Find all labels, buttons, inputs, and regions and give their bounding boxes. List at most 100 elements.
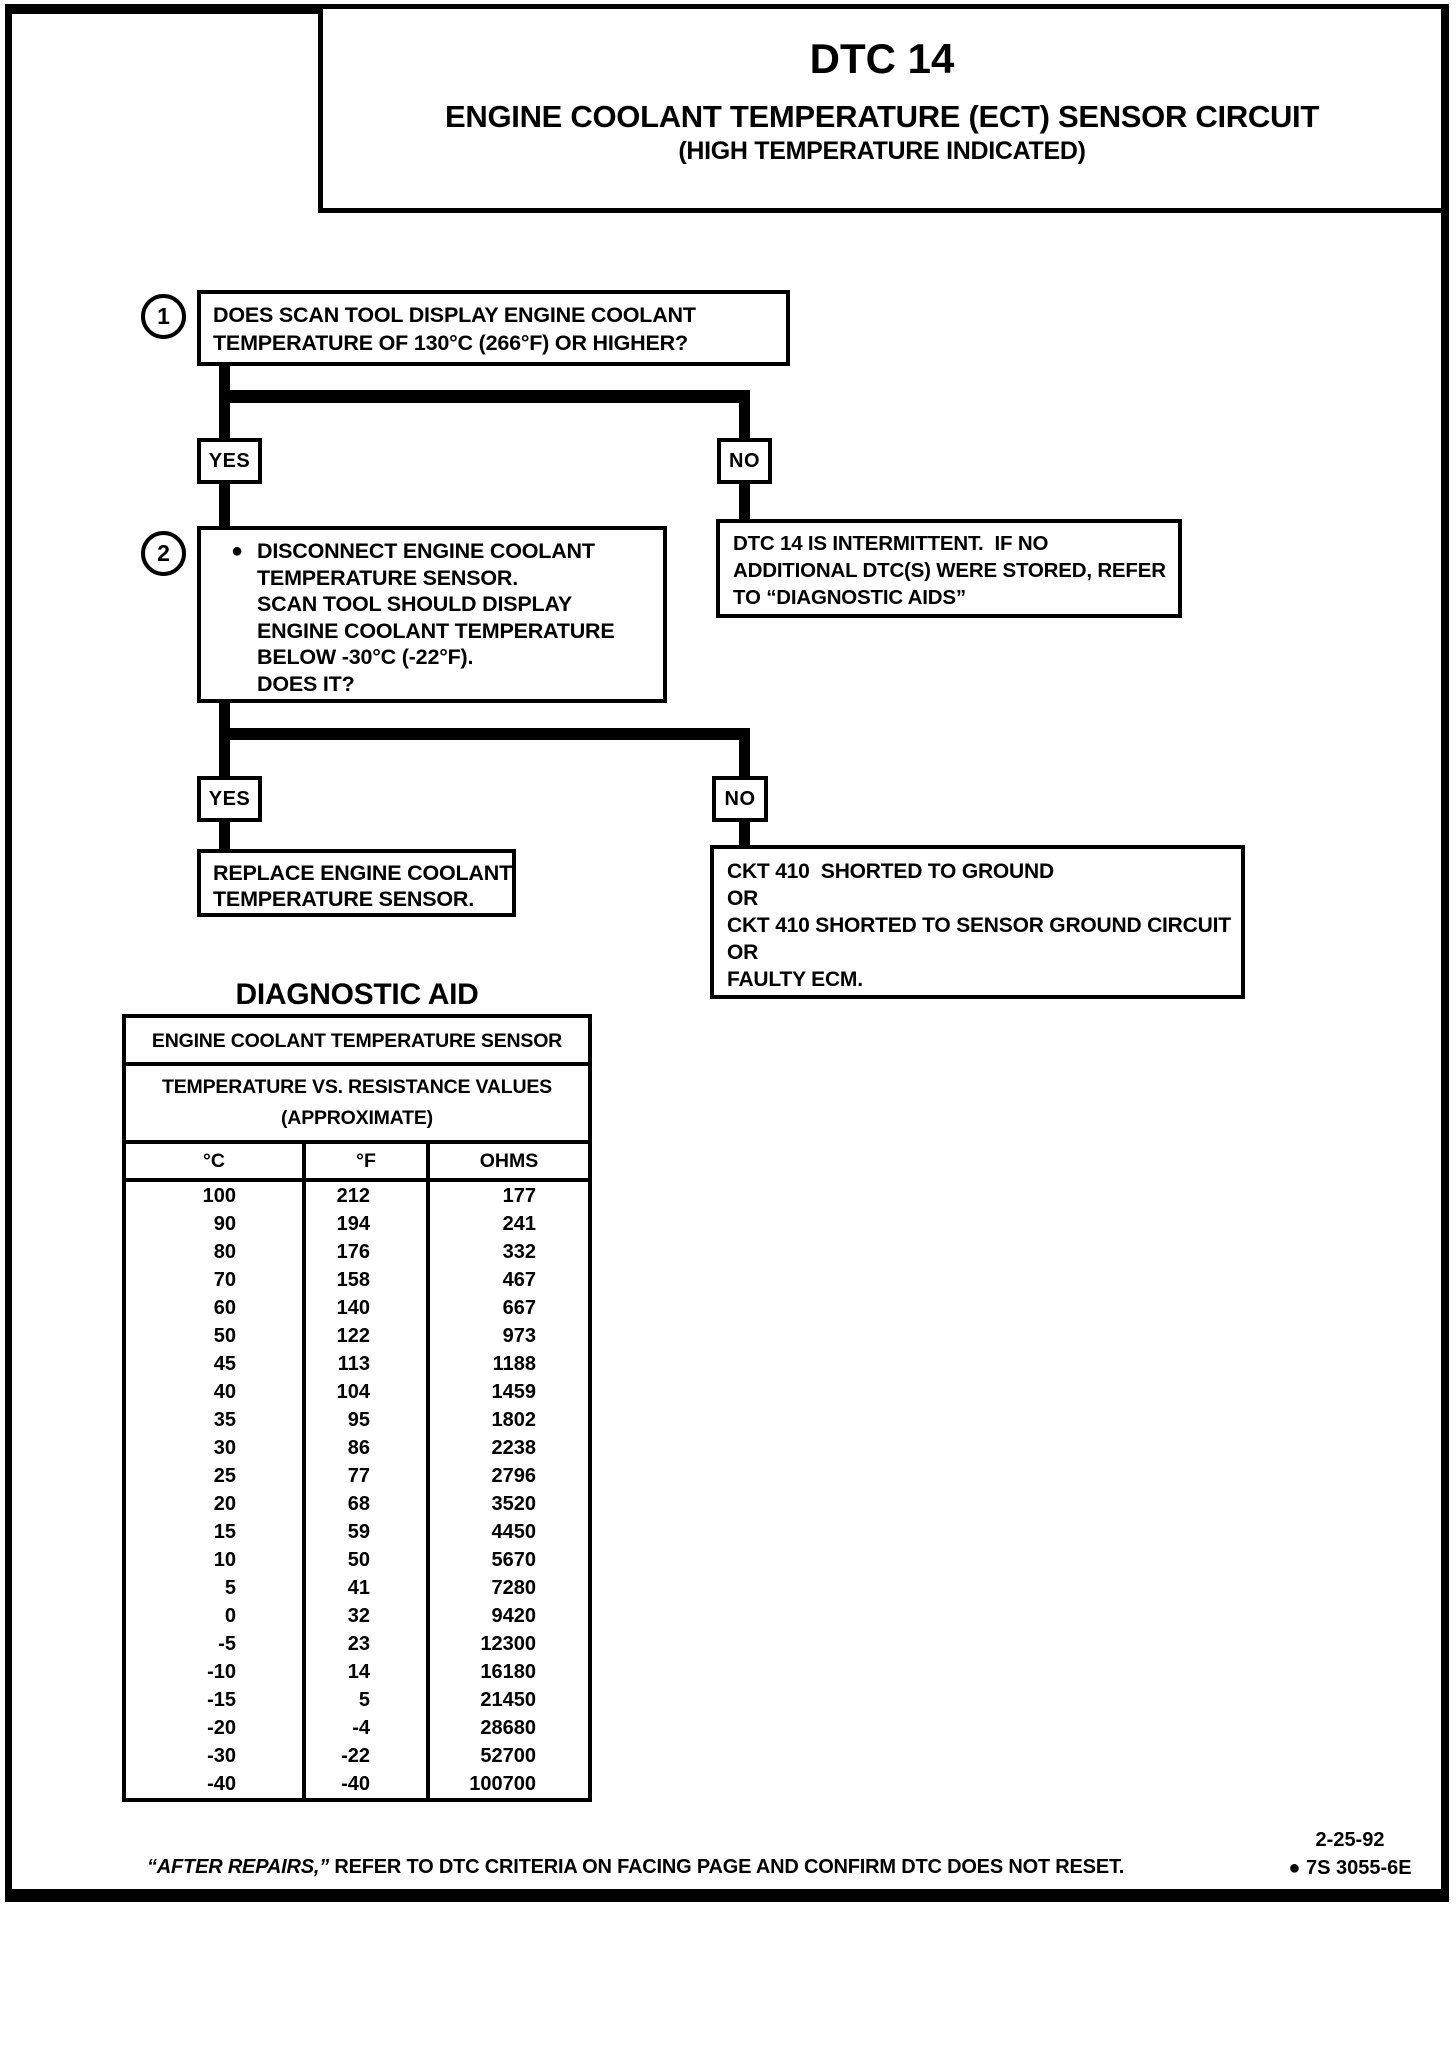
- ohms-value: 332: [502, 1241, 536, 1263]
- celsius-value: 100: [202, 1185, 236, 1207]
- connector-line: [739, 822, 750, 845]
- table-subtitle-line: (APPROXIMATE): [281, 1107, 433, 1129]
- question-line: DOES SCAN TOOL DISPLAY ENGINE COOLANT: [213, 303, 696, 327]
- connector-line: [219, 728, 750, 740]
- column-header-celsius: °C: [126, 1144, 306, 1178]
- result-line: CKT 410 SHORTED TO GROUND: [727, 860, 1054, 883]
- ohms-value: 973: [502, 1325, 536, 1347]
- step-2-action-box: ● DISCONNECT ENGINE COOLANT TEMPERATURE …: [197, 526, 667, 703]
- fahrenheit-value: 23: [347, 1633, 370, 1655]
- connector-line: [219, 390, 750, 403]
- fahrenheit-value: 86: [347, 1437, 370, 1459]
- table-row: 50 122 973: [126, 1322, 588, 1350]
- table-row: 5 41 7280: [126, 1574, 588, 1602]
- footer-note: “AFTER REPAIRS,” REFER TO DTC CRITERIA O…: [147, 1856, 1124, 1879]
- fahrenheit-value: 41: [347, 1577, 370, 1599]
- branch-2-yes-box: YES: [197, 776, 262, 822]
- action-line: DISCONNECT ENGINE COOLANT: [257, 539, 595, 563]
- ohms-value: 177: [502, 1185, 536, 1207]
- ohms-value: 4450: [491, 1521, 537, 1543]
- branch-1-yes-box: YES: [197, 438, 262, 484]
- celsius-value: -40: [207, 1773, 236, 1795]
- ohms-value: 467: [502, 1269, 536, 1291]
- fahrenheit-value: 158: [336, 1269, 370, 1291]
- celsius-value: -5: [218, 1633, 236, 1655]
- celsius-value: 0: [224, 1605, 236, 1627]
- celsius-value: -20: [207, 1717, 236, 1739]
- action-line: SCAN TOOL SHOULD DISPLAY: [257, 592, 572, 616]
- connector-line: [219, 822, 230, 849]
- connector-line: [219, 403, 230, 438]
- fahrenheit-value: -4: [352, 1717, 370, 1739]
- fahrenheit-value: 68: [347, 1493, 370, 1515]
- celsius-value: 30: [213, 1437, 236, 1459]
- celsius-value: 25: [213, 1465, 236, 1487]
- table-row: 20 68 3520: [126, 1490, 588, 1518]
- ohms-value: 1802: [491, 1409, 537, 1431]
- celsius-value: 15: [213, 1521, 236, 1543]
- celsius-value: 70: [213, 1269, 236, 1291]
- celsius-value: 35: [213, 1409, 236, 1431]
- result-line: CKT 410 SHORTED TO SENSOR GROUND CIRCUIT: [727, 914, 1231, 937]
- intermittent-result-box: DTC 14 IS INTERMITTENT. IF NO ADDITIONAL…: [716, 519, 1182, 618]
- column-header-ohms: OHMS: [479, 1149, 539, 1172]
- branch-1-no-box: NO: [717, 438, 772, 484]
- no-label: NO: [729, 449, 760, 472]
- celsius-value: 40: [213, 1381, 236, 1403]
- step-1-question-box: DOES SCAN TOOL DISPLAY ENGINE COOLANT TE…: [197, 290, 790, 366]
- yes-label: YES: [208, 787, 251, 810]
- footer-note-rest: REFER TO DTC CRITERIA ON FACING PAGE AND…: [329, 1856, 1125, 1878]
- ohms-value: 12300: [480, 1633, 536, 1655]
- celsius-value: 45: [213, 1353, 236, 1375]
- fahrenheit-value: 77: [347, 1465, 370, 1487]
- table-row: 90 194 241: [126, 1210, 588, 1238]
- result-line: DTC 14 IS INTERMITTENT. IF NO: [733, 532, 1049, 555]
- table-row: 45 113 1188: [126, 1350, 588, 1378]
- result-line: FAULTY ECM.: [727, 968, 863, 991]
- ohms-value: 9420: [491, 1605, 537, 1627]
- ohms-value: 100700: [469, 1773, 536, 1795]
- page-subtitle: (HIGH TEMPERATURE INDICATED): [678, 137, 1086, 165]
- ohms-value: 52700: [480, 1745, 536, 1767]
- table-row: 40 104 1459: [126, 1378, 588, 1406]
- fahrenheit-value: 59: [347, 1521, 370, 1543]
- result-line: TO “DIAGNOSTIC AIDS”: [733, 586, 966, 609]
- bullet-icon: ●: [231, 540, 243, 562]
- ohms-value: 2238: [491, 1437, 537, 1459]
- table-row: 60 140 667: [126, 1294, 588, 1322]
- action-line: TEMPERATURE SENSOR.: [257, 565, 518, 590]
- diagnostic-aid-table: ENGINE COOLANT TEMPERATURE SENSOR TEMPER…: [122, 1014, 592, 1802]
- column-header-fahrenheit: °F: [306, 1144, 430, 1178]
- fahrenheit-value: 104: [336, 1381, 370, 1403]
- table-row: -40 -40 100700: [126, 1770, 588, 1798]
- fahrenheit-value: -40: [341, 1773, 370, 1795]
- result-line: REPLACE ENGINE COOLANT: [213, 861, 513, 885]
- yes-label: YES: [208, 449, 251, 472]
- fahrenheit-value: 5: [358, 1689, 370, 1711]
- step-2-marker: 2: [141, 531, 186, 576]
- table-subtitle: TEMPERATURE VS. RESISTANCE VALUES (APPRO…: [126, 1066, 588, 1144]
- table-row: 30 86 2238: [126, 1434, 588, 1462]
- fahrenheit-value: 140: [336, 1297, 370, 1319]
- celsius-value: 60: [213, 1297, 236, 1319]
- table-row: 80 176 332: [126, 1238, 588, 1266]
- ohms-value: 3520: [491, 1493, 537, 1515]
- celsius-value: 90: [213, 1213, 236, 1235]
- step-1-number: 1: [157, 303, 170, 329]
- ohms-value: 1188: [492, 1353, 536, 1375]
- step-1-marker: 1: [141, 294, 186, 339]
- ohms-value: 5670: [491, 1549, 537, 1571]
- connector-line: [219, 484, 230, 526]
- fahrenheit-value: 194: [336, 1213, 370, 1235]
- table-row: 35 95 1802: [126, 1406, 588, 1434]
- branch-2-no-box: NO: [712, 776, 768, 822]
- fahrenheit-value: 122: [336, 1325, 370, 1347]
- circuit-fault-box: CKT 410 SHORTED TO GROUND OR CKT 410 SHO…: [710, 845, 1245, 999]
- table-row: 0 32 9420: [126, 1602, 588, 1630]
- table-header-row: °C °F OHMS: [126, 1144, 588, 1182]
- table-row: 70 158 467: [126, 1266, 588, 1294]
- question-line: TEMPERATURE OF 130°C (266°F) OR HIGHER?: [213, 331, 688, 355]
- celsius-value: 20: [213, 1493, 236, 1515]
- celsius-value: -15: [207, 1689, 236, 1711]
- ohms-value: 7280: [491, 1577, 537, 1599]
